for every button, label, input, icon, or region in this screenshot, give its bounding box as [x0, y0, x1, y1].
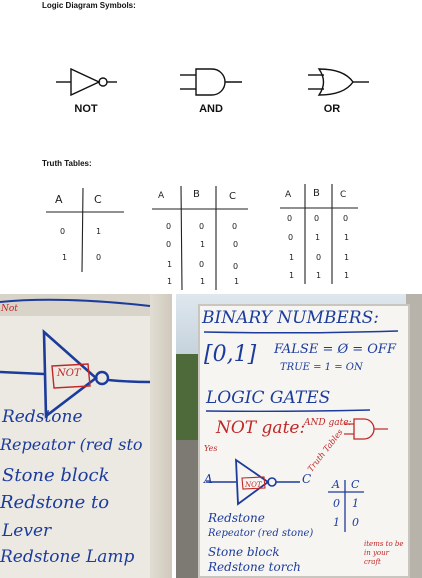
or-table-cell: 0 — [288, 233, 294, 242]
left-corner-label: Not — [1, 304, 18, 314]
not-table-cell: 0 — [60, 227, 66, 236]
or-table-cell: 1 — [315, 233, 321, 242]
left-list-item: Lever — [2, 521, 52, 541]
logic-symbols-heading: Logic Diagram Symbols: — [42, 1, 136, 10]
board-list-item: Repeator (red stone) — [208, 528, 314, 539]
board-list-item: Redstone torch — [208, 560, 301, 574]
and-gate-symbol — [180, 68, 242, 96]
board-and-gate: AND gate: — [304, 418, 352, 428]
board-not-gate: NOT gate: — [216, 418, 306, 438]
board-table-cell: 1 — [333, 516, 340, 529]
truth-tables-heading: Truth Tables: — [42, 159, 92, 168]
and-table-header: B — [193, 189, 200, 200]
and-gate-label: AND — [199, 103, 223, 115]
board-table-header: C — [351, 478, 360, 491]
and-table-cell: 0 — [233, 262, 239, 271]
or-table-header: A — [285, 190, 292, 200]
whiteboard-photo-right: BINARY NUMBERS: [0,1] FALSE = Ø = OFF TR… — [176, 294, 422, 578]
not-table-cell: 1 — [96, 227, 102, 236]
and-table-header: C — [229, 191, 236, 202]
or-table-cell: 0 — [343, 214, 349, 223]
whiteboard-photo-left: Not NOT Redstone Repeator (red sto Stone… — [0, 294, 172, 578]
or-gate-symbol — [308, 68, 369, 96]
and-table-cell: 1 — [167, 277, 173, 286]
or-table-cell: 0 — [287, 214, 293, 223]
and-table-cell: 0 — [166, 222, 172, 231]
board-output-c: C — [302, 472, 312, 486]
board-table-cell: 0 — [333, 497, 340, 510]
not-table-cell: 0 — [96, 253, 102, 262]
left-list-item: Redstone — [2, 407, 83, 427]
board-true-line: TRUE = 1 = ON — [280, 362, 363, 373]
or-table-header: C — [340, 190, 347, 200]
and-table-cell: 0 — [166, 240, 172, 249]
board-items-note: items to be in your craft — [364, 540, 404, 566]
board-table-header: A — [332, 478, 340, 491]
and-table-cell: 0 — [199, 222, 205, 231]
left-list-item: Redstone Lamp — [0, 547, 135, 567]
and-table-cell: 1 — [200, 277, 206, 286]
and-table-cell: 1 — [167, 260, 173, 269]
board-list-item: Redstone — [208, 511, 265, 525]
and-table-cell: 0 — [233, 240, 239, 249]
or-table-cell: 1 — [344, 253, 350, 262]
and-table-cell: 0 — [199, 260, 205, 269]
or-table-cell: 1 — [316, 271, 322, 280]
or-table-cell: 1 — [289, 253, 295, 262]
left-list-item: Redstone to — [0, 492, 110, 513]
left-list-item: Repeator (red sto — [0, 435, 143, 454]
board-list-item: Stone block — [208, 545, 280, 559]
and-table-cell: 1 — [200, 240, 206, 249]
board-corner-label: Yes — [204, 444, 218, 453]
left-list-item: Stone block — [2, 465, 110, 486]
or-gate-label: OR — [323, 103, 341, 115]
board-title: BINARY NUMBERS: — [202, 308, 379, 328]
or-table-cell: 0 — [316, 253, 322, 262]
and-table-header: A — [158, 191, 165, 201]
left-gate-label: NOT — [57, 368, 81, 379]
or-table-cell: 1 — [289, 271, 295, 280]
whiteboard — [198, 304, 410, 578]
board-table-cell: 0 — [352, 516, 359, 529]
board-false-line: FALSE = Ø = OFF — [274, 342, 396, 357]
board-input-a: A — [204, 472, 213, 486]
or-table-cell: 1 — [344, 233, 350, 242]
board-binary-set: [0,1] — [204, 342, 257, 367]
and-table-cell: 1 — [234, 277, 240, 286]
board-table-cell: 1 — [352, 497, 359, 510]
not-gate-symbol — [56, 67, 117, 97]
or-table-cell: 1 — [344, 271, 350, 280]
or-table-header: B — [313, 188, 320, 199]
and-table-cell: 0 — [232, 222, 238, 231]
not-table-cell: 1 — [62, 253, 68, 262]
not-table-header-c: C — [94, 193, 102, 206]
not-gate-label: NOT — [74, 103, 98, 115]
or-table-cell: 0 — [314, 214, 320, 223]
board-subtitle: LOGIC GATES — [206, 388, 331, 408]
board-gate-label: NOT — [245, 481, 262, 489]
not-table-header-a: A — [55, 193, 63, 206]
